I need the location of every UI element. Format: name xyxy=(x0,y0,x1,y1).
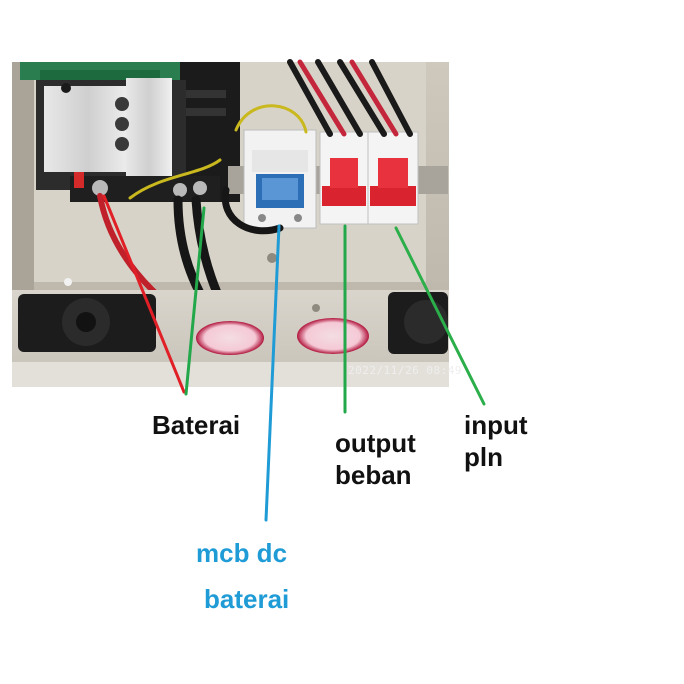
cooling-fan-left xyxy=(18,294,156,352)
ac-mcb-input xyxy=(367,131,419,225)
label-baterai: Baterai xyxy=(152,410,241,440)
cable-holes xyxy=(64,253,369,355)
callout-line-baterai-red xyxy=(102,194,186,394)
label-output-beban-line1: output xyxy=(335,428,416,458)
inverter-board xyxy=(20,62,240,202)
cooling-fan-right xyxy=(388,292,448,354)
panel-photo: 2022/11/26 08:49 xyxy=(12,59,462,387)
callout-line-mcb-blue xyxy=(264,224,281,522)
ac-mcb-output xyxy=(319,131,369,225)
photo-timestamp: 2022/11/26 08:49 xyxy=(348,364,462,377)
callout-lines xyxy=(102,194,486,522)
dc-mcb-breaker xyxy=(243,129,317,229)
callout-line-input-green xyxy=(394,226,486,406)
label-input-pln-line2: pln xyxy=(464,442,503,472)
label-output-beban-line2: beban xyxy=(335,460,412,490)
callout-line-baterai-green xyxy=(184,206,206,396)
label-input-pln-line1: input xyxy=(464,410,528,440)
label-mcb-dc-line1: mcb dc xyxy=(196,538,288,568)
label-mcb-dc-line2: baterai xyxy=(204,584,290,614)
